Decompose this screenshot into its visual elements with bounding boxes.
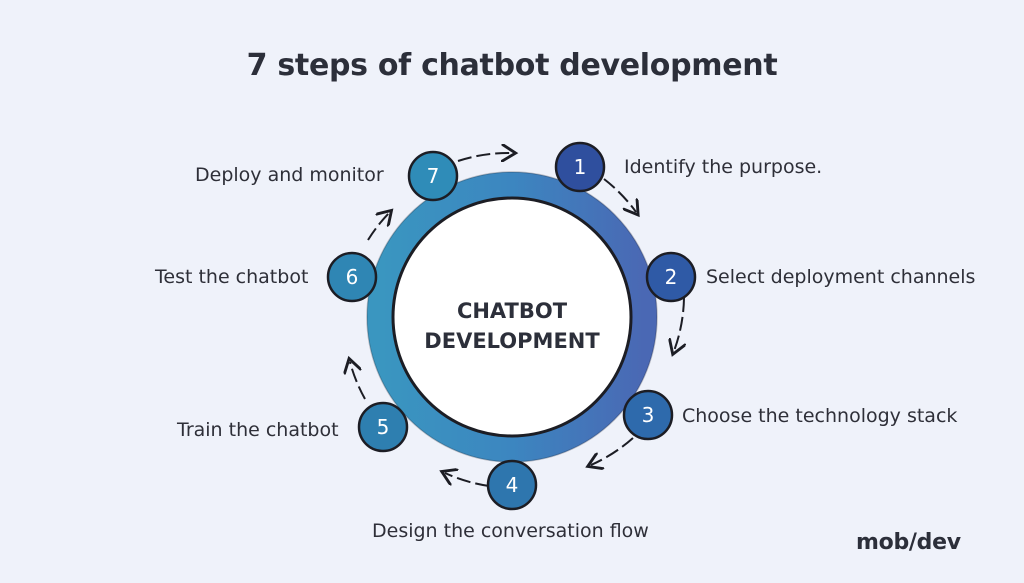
step-1: 1 xyxy=(554,141,606,193)
step-3-label: Choose the technology stack xyxy=(682,405,958,427)
step-circle xyxy=(554,141,606,193)
arrow-5-to-6 xyxy=(350,362,366,400)
brand-logo: mob/dev xyxy=(856,530,961,555)
step-7-label: Deploy and monitor xyxy=(195,164,384,186)
step-number: 5 xyxy=(377,415,390,439)
arrow-7-to-1 xyxy=(457,153,512,161)
step-number: 4 xyxy=(506,473,519,497)
arrow-4-to-5 xyxy=(445,473,490,487)
step-number: 7 xyxy=(427,164,440,188)
step-4: 4 xyxy=(486,459,538,511)
arrow-3-to-4 xyxy=(591,437,634,465)
center-label-line2: DEVELOPMENT xyxy=(424,329,600,353)
step-circle xyxy=(622,389,674,441)
development-ring xyxy=(367,172,657,462)
step-7: 7 xyxy=(407,150,459,202)
step-circle xyxy=(645,251,697,303)
step-1-label: Identify the purpose. xyxy=(624,156,823,178)
center-label: CHATBOT DEVELOPMENT xyxy=(412,296,612,356)
center-label-line1: CHATBOT xyxy=(456,299,568,323)
step-6-label: Test the chatbot xyxy=(155,266,309,288)
arrow-6-to-7 xyxy=(367,213,389,241)
step-number: 1 xyxy=(574,155,587,179)
diagram-title: 7 steps of chatbot development xyxy=(246,48,778,83)
arrow-1-to-2 xyxy=(603,178,636,212)
step-5: 5 xyxy=(357,401,409,453)
step-4-label: Design the conversation flow xyxy=(372,520,649,542)
step-5-label: Train the chatbot xyxy=(177,419,339,441)
step-6: 6 xyxy=(326,251,378,303)
step-circle xyxy=(357,401,409,453)
step-circle xyxy=(486,459,538,511)
center-circle xyxy=(391,196,633,438)
step-2: 2 xyxy=(645,251,697,303)
step-circle xyxy=(326,251,378,303)
step-number: 6 xyxy=(346,265,359,289)
step-circle xyxy=(407,150,459,202)
step-number: 3 xyxy=(642,403,655,427)
step-3: 3 xyxy=(622,389,674,441)
step-number: 2 xyxy=(665,265,678,289)
step-2-label: Select deployment channels xyxy=(706,266,976,288)
arrow-2-to-3 xyxy=(674,297,684,351)
